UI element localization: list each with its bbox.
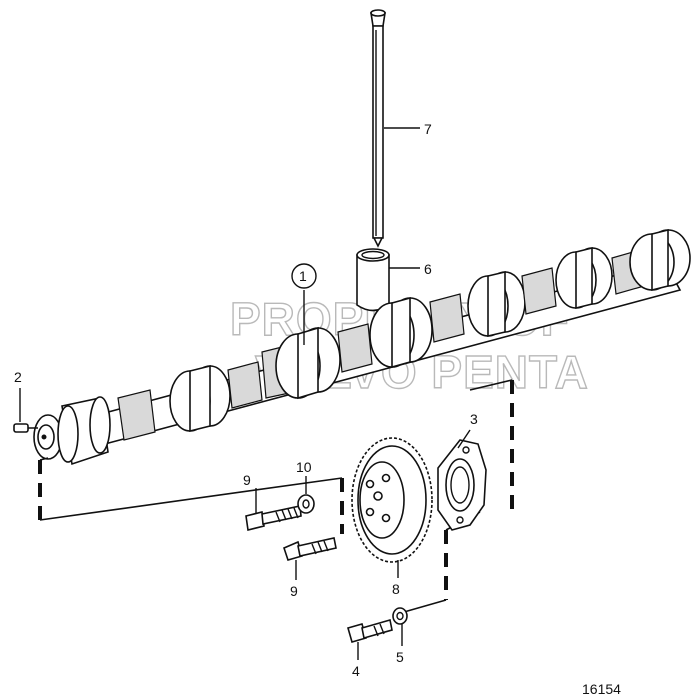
callout-8: 8 xyxy=(392,581,400,597)
callout-6: 6 xyxy=(424,261,432,277)
camshaft xyxy=(13,228,691,466)
camshaft-gear xyxy=(351,437,433,563)
callout-10: 10 xyxy=(296,459,312,475)
callout-7: 7 xyxy=(424,121,432,137)
pushrod xyxy=(370,9,386,248)
callouts: 1 2 3 4 5 6 7 8 9 9 10 xyxy=(14,121,478,679)
callout-1: 1 xyxy=(299,268,307,284)
callout-9-lower: 9 xyxy=(290,583,298,599)
bolt-4 xyxy=(347,618,393,643)
tappet xyxy=(356,248,390,312)
washer-5 xyxy=(392,607,408,625)
callout-5: 5 xyxy=(396,649,404,665)
bolt-lower xyxy=(283,537,337,561)
bolt-upper xyxy=(245,505,302,531)
callout-1-circle xyxy=(291,263,317,289)
washer-10 xyxy=(297,494,315,514)
callout-4: 4 xyxy=(352,663,360,679)
callout-3: 3 xyxy=(470,411,478,427)
drawing-number: 16154 xyxy=(582,681,621,697)
assembly-bracket xyxy=(38,379,514,613)
callout-2: 2 xyxy=(14,369,22,385)
thrust-plate xyxy=(437,439,487,531)
callout-9-upper: 9 xyxy=(243,472,251,488)
leader-lines xyxy=(19,127,471,660)
